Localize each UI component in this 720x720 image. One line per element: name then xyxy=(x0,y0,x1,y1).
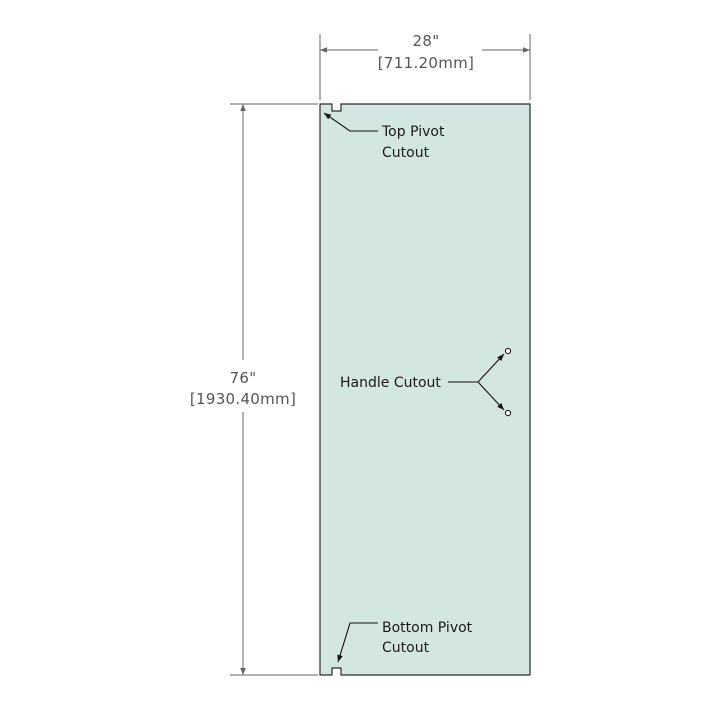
height-inches-label: 76" xyxy=(230,369,257,387)
top-pivot-callout: Top Pivot Cutout xyxy=(323,112,445,161)
handle-hole-upper xyxy=(504,347,512,355)
top-pivot-label-line2: Cutout xyxy=(382,145,430,161)
handle-hole-lower xyxy=(504,409,512,417)
glass-panel xyxy=(319,103,531,676)
handle-leader-lower xyxy=(477,381,505,411)
bottom-pivot-callout: Bottom Pivot Cutout xyxy=(337,620,473,663)
top-pivot-label-line1: Top Pivot xyxy=(381,124,445,140)
width-mm-label: [711.20mm] xyxy=(378,54,474,72)
bottom-pivot-leader xyxy=(337,622,378,663)
height-dimension: 76" [1930.40mm] xyxy=(190,103,318,676)
bottom-pivot-label-line1: Bottom Pivot xyxy=(382,620,473,636)
width-inches-label: 28" xyxy=(413,32,440,50)
width-dimension: 28" [711.20mm] xyxy=(319,32,531,100)
handle-label: Handle Cutout xyxy=(340,375,441,391)
height-label-background xyxy=(194,364,294,410)
handle-leader-upper xyxy=(477,353,505,383)
height-mm-label: [1930.40mm] xyxy=(190,390,296,408)
bottom-pivot-label-line2: Cutout xyxy=(382,640,430,656)
top-pivot-leader xyxy=(323,112,378,132)
handle-callout: Handle Cutout xyxy=(340,347,512,417)
